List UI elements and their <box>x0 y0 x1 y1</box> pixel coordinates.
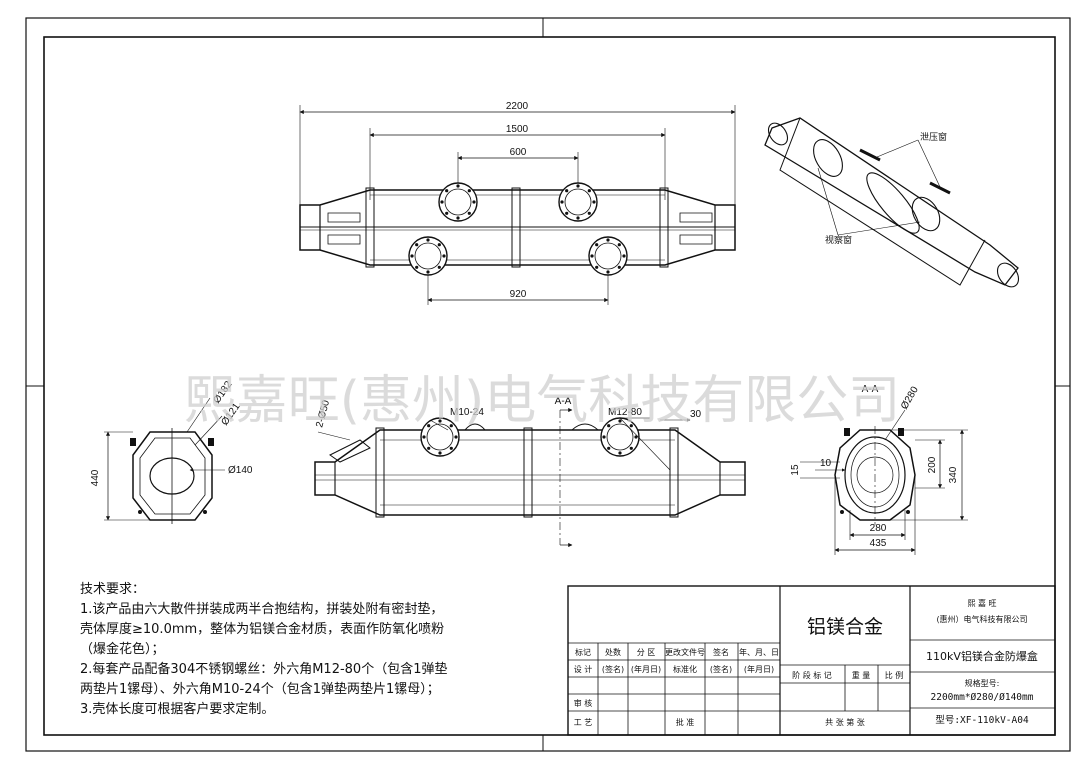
label-pressure-window: 泄压窗 <box>920 131 947 143</box>
spec-label: 规格型号: <box>965 678 1000 688</box>
technical-requirements: 技术要求： 1.该产品由六大散件拼装成两半合抱结构，拼装处附有密封垫， 壳体厚度… <box>80 582 447 717</box>
rev-header: 分 区 <box>637 648 656 657</box>
requirement-line: 两垫片1镙母）、外六角M10-24个（包含1弹垫两垫片1镙母）； <box>80 681 440 697</box>
review-label: 审 核 <box>574 698 593 708</box>
title-block-text: 标记 处数 分 区 更改文件号 签名 年、月、日 设 计 (签名) (年月日) … <box>574 598 1038 727</box>
rev-header: 更改文件号 <box>665 647 705 657</box>
dim-15: 15 <box>790 464 801 476</box>
design-row-cell: (签名) <box>710 664 732 674</box>
section-title: A-A <box>862 384 879 395</box>
iso-view: 泄压窗 视察窗 <box>764 117 1020 288</box>
dim-d280: Ø280 <box>899 384 921 411</box>
dim-flange-spacing-bottom: 920 <box>510 289 527 300</box>
dim-middle-length: 1500 <box>506 124 529 135</box>
process-label: 工 艺 <box>574 718 593 727</box>
stage-header: 重 量 <box>852 670 871 680</box>
dim-10: 10 <box>820 458 832 469</box>
requirement-line: 壳体厚度≥10.0mm，整体为铝镁合金材质，表面作防氧化喷粉 <box>80 621 444 637</box>
dim-flange-spacing-top: 600 <box>510 147 527 158</box>
design-row-cell: (年月日) <box>631 664 661 674</box>
dim-d140: Ø140 <box>228 465 253 476</box>
dim-30: 30 <box>690 409 702 420</box>
company-sub: (惠州）电气科技有限公司 <box>936 614 1027 624</box>
material-label: 铝镁合金 <box>807 616 883 638</box>
requirements-title: 技术要求： <box>80 582 145 597</box>
dim-280: 280 <box>870 523 887 534</box>
dim-340: 340 <box>948 466 959 483</box>
side-view: 2-Ø50 M10-24 M12-80 30 A-A <box>314 396 746 548</box>
design-row-cell: 设 计 <box>574 664 593 674</box>
requirement-line: 3.壳体长度可根据客户要求定制。 <box>80 701 274 717</box>
design-row-cell: (年月日) <box>744 664 774 674</box>
title-block <box>567 585 1056 736</box>
dim-200: 200 <box>927 456 938 473</box>
design-row-cell: 标准化 <box>673 664 697 674</box>
sheet-count: 共 张 第 张 <box>825 717 865 727</box>
approve-label: 批 准 <box>676 717 695 727</box>
label-m12-80: M12-80 <box>608 407 642 418</box>
stage-header: 比 例 <box>885 670 904 680</box>
section-mark-a-a: A-A <box>555 396 572 407</box>
product-name: 110kV铝镁合金防爆盒 <box>926 649 1038 663</box>
requirement-line: （爆金花色）； <box>80 641 165 657</box>
requirement-line: 2.每套产品配备304不锈钢螺丝：外六角M12-80个（包含1弹垫 <box>80 661 447 677</box>
design-row-cell: (签名) <box>602 664 624 674</box>
dim-height-440: 440 <box>90 469 101 486</box>
rev-header: 年、月、日 <box>739 647 779 657</box>
model-value: 型号:XF-110kV-A04 <box>935 715 1029 726</box>
stage-header: 阶 段 标 记 <box>792 670 832 680</box>
spec-value: 2200mm*Ø280/Ø140mm <box>931 692 1034 703</box>
watermark: 熙嘉旺(惠州)电气科技有限公司 <box>184 371 901 431</box>
outer-frame <box>25 17 1071 752</box>
dim-435: 435 <box>870 538 887 549</box>
dim-overall-length: 2200 <box>506 101 529 112</box>
rev-header: 标记 <box>575 647 591 657</box>
rev-header: 处数 <box>605 647 621 657</box>
company-name: 熙 嘉 旺 <box>967 598 996 608</box>
section-view: A-A Ø280 15 10 200 340 280 435 <box>790 384 968 555</box>
label-view-window: 视察窗 <box>825 234 852 246</box>
label-m10-24: M10-24 <box>450 407 484 418</box>
requirement-line: 1.该产品由六大散件拼装成两半合抱结构，拼装处附有密封垫， <box>80 601 443 617</box>
top-view: 2200 1500 600 920 <box>299 101 736 305</box>
rev-header: 签名 <box>713 647 729 657</box>
